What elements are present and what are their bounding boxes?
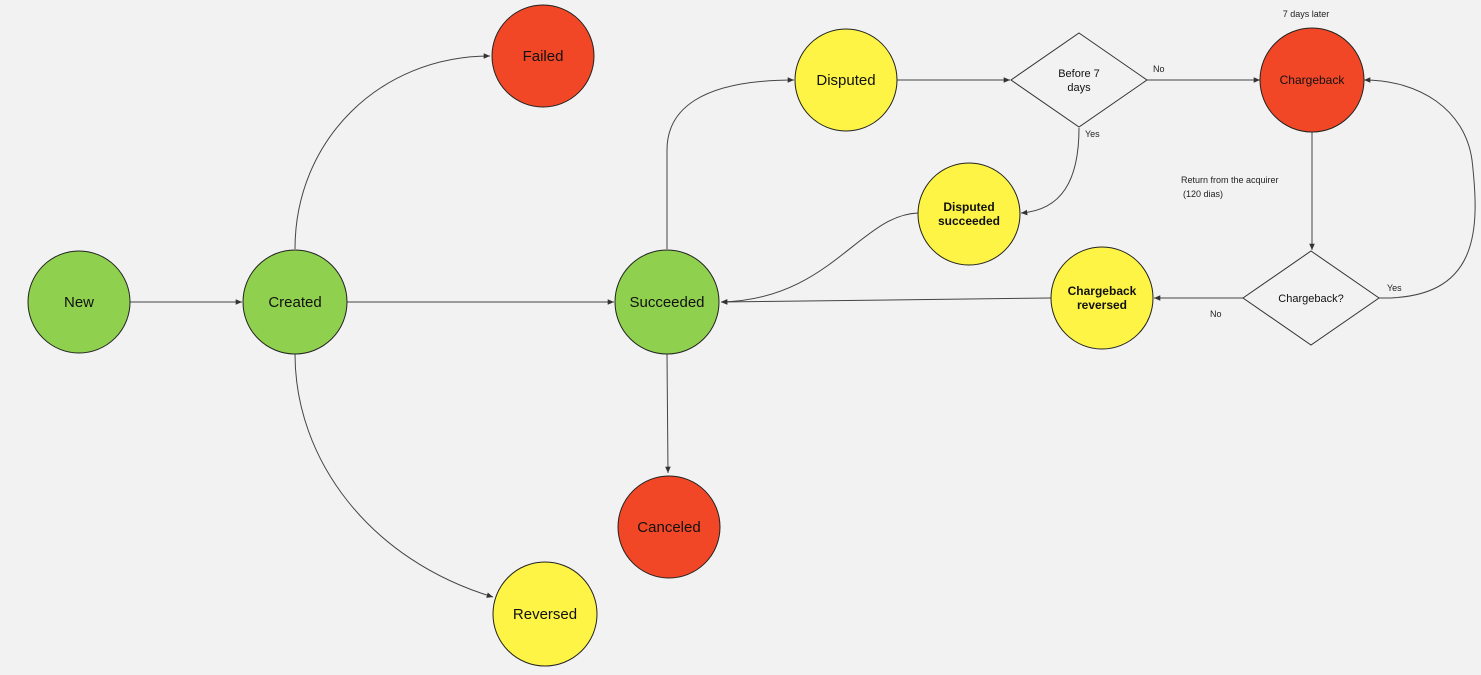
node-new-label: New: [64, 294, 94, 311]
node-canceled: Canceled: [617, 475, 721, 579]
edge-created-to-reversed: [294, 353, 494, 598]
node-succeeded-label: Succeeded: [629, 294, 704, 311]
edge-created-to-failed: [294, 53, 491, 250]
node-new: New: [27, 250, 131, 354]
node-created-label: Created: [268, 294, 321, 311]
node-chargeback-label: Chargeback: [1280, 73, 1346, 87]
node-disputed: Disputed: [794, 28, 898, 132]
node-disputed-succeeded-label-2: succeeded: [938, 214, 1000, 228]
edge-chargeback-reversed-to-succeeded: [720, 297, 1052, 305]
node-disputed-label: Disputed: [816, 72, 875, 89]
node-failed: Failed: [491, 4, 595, 108]
node-failed-label: Failed: [523, 48, 564, 65]
decision-chargeback-label: Chargeback?: [1278, 293, 1343, 305]
node-reversed-label: Reversed: [513, 606, 577, 623]
edge-before7-to-disputed-succeeded: [1020, 127, 1080, 216]
node-succeeded: Succeeded: [614, 249, 720, 355]
annotation-return-line-1: Return from the acquirer: [1181, 175, 1279, 185]
edge-label-before7-no: No: [1153, 64, 1165, 74]
node-disputed-succeeded-label-1: Disputed: [943, 200, 994, 214]
node-disputed-succeeded: Disputed succeeded: [917, 162, 1021, 266]
node-created: Created: [242, 249, 348, 355]
node-chargeback: Chargeback: [1259, 27, 1365, 133]
edge-decision-to-chargeback-yes: [1363, 77, 1476, 299]
decision-chargeback: Chargeback?: [1242, 250, 1380, 346]
node-chargeback-reversed: Chargeback reversed: [1050, 246, 1154, 350]
edge-label-chargeback-no: No: [1210, 309, 1222, 319]
decision-before-7-days-label-1: Before 7: [1058, 68, 1100, 80]
decision-before-7-days: Before 7 days: [1010, 32, 1148, 128]
edge-disputed-succeeded-to-succeeded: [720, 212, 919, 305]
annotation-seven-days-later: 7 days later: [1283, 9, 1330, 19]
edge-label-before7-yes: Yes: [1085, 129, 1100, 139]
edge-succeeded-to-disputed: [666, 77, 795, 249]
decision-before-7-days-label-2: days: [1067, 82, 1091, 94]
node-chargeback-reversed-label-2: reversed: [1077, 298, 1127, 312]
node-reversed: Reversed: [492, 561, 598, 667]
edge-succeeded-to-canceled: [665, 353, 671, 474]
edge-label-chargeback-yes: Yes: [1387, 283, 1402, 293]
node-canceled-label: Canceled: [637, 519, 700, 536]
node-chargeback-reversed-label-1: Chargeback: [1068, 284, 1137, 298]
annotation-return-line-2: (120 dias): [1183, 189, 1223, 199]
